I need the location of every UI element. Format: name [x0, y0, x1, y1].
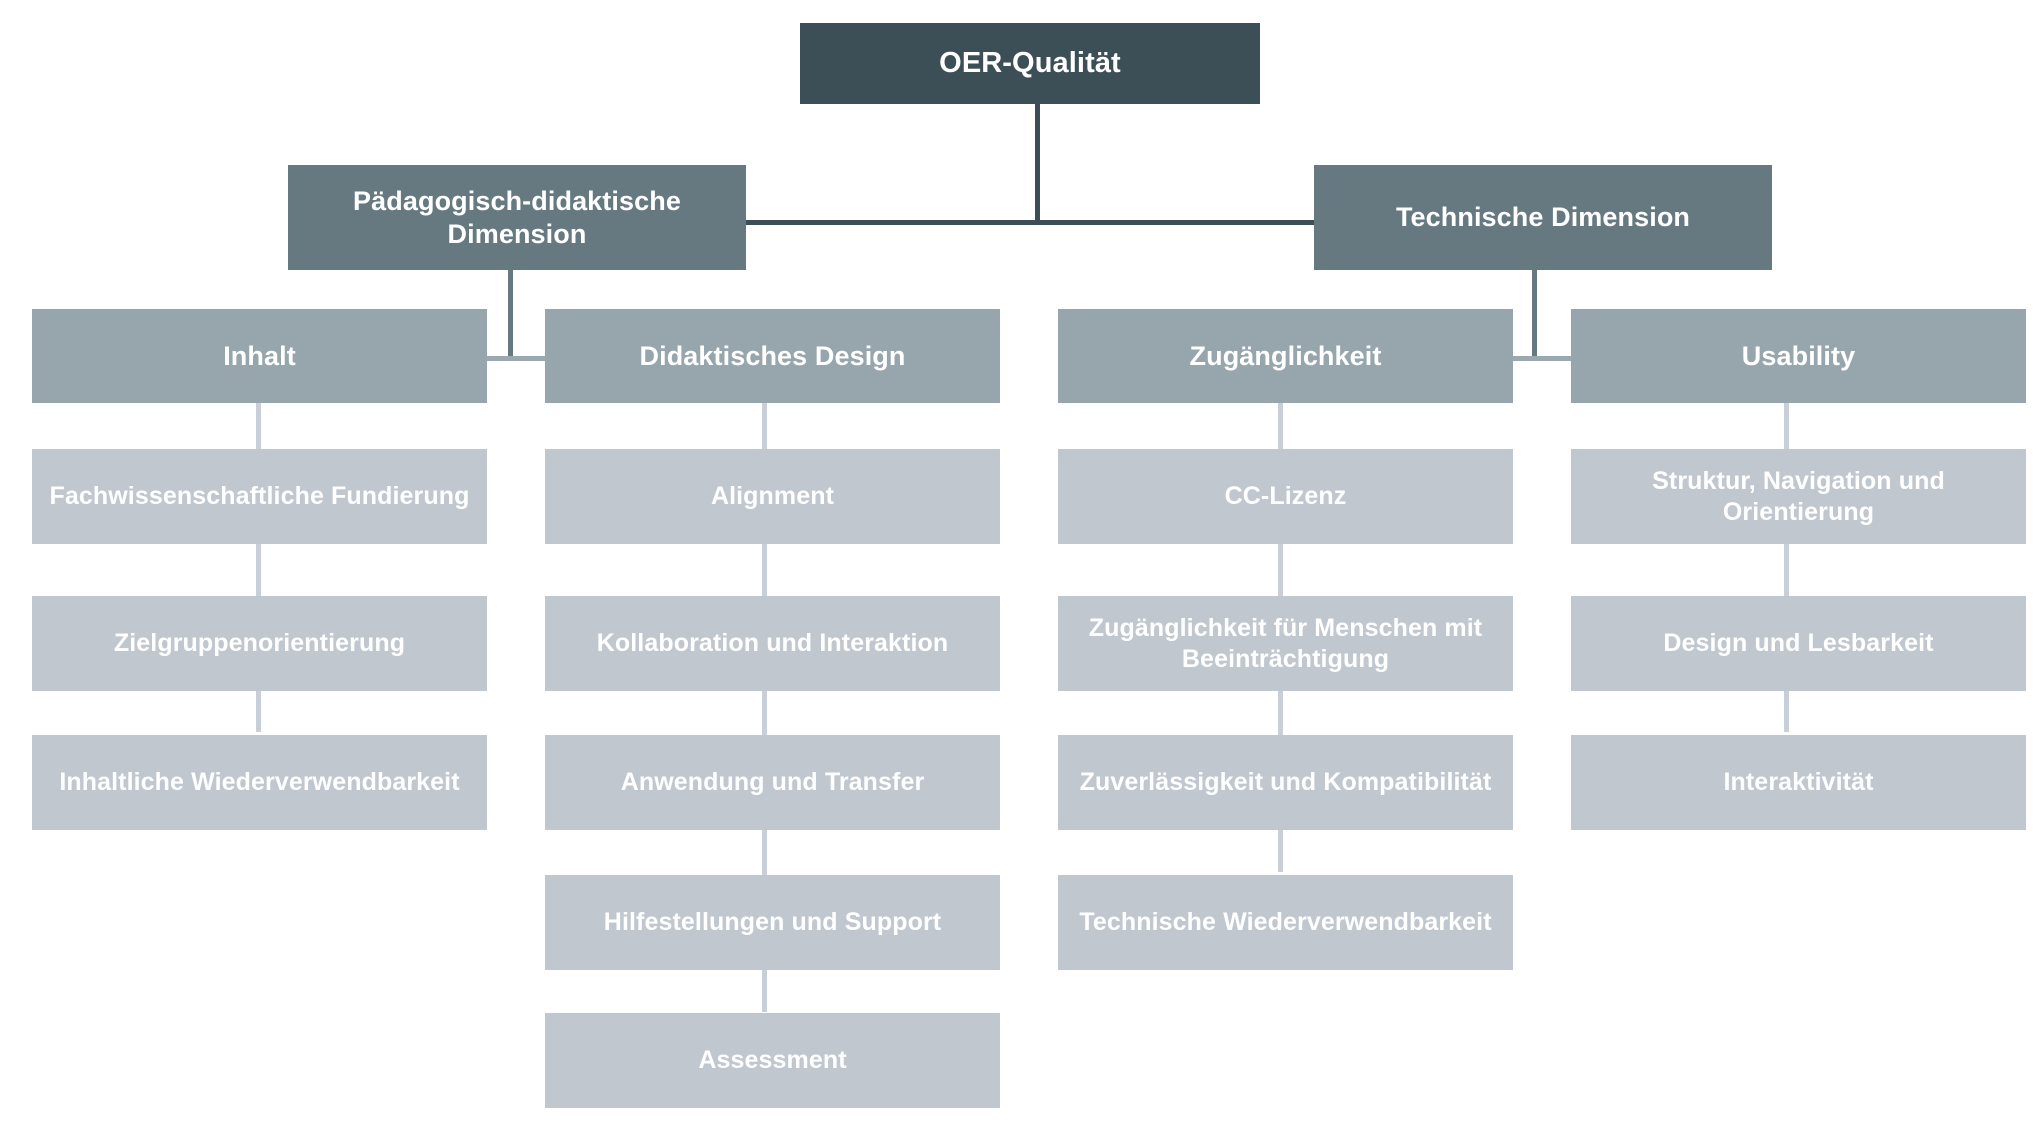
connector-cat-bus-right: [1280, 356, 1784, 361]
node-root-label: OER-Qualität: [939, 46, 1121, 79]
node-leaf-label: Zielgruppenorientierung: [113, 629, 406, 658]
node-leaf-label: Inhaltliche Wiederverwendbarkeit: [59, 768, 460, 797]
node-category-label: Usability: [1741, 340, 1856, 371]
node-leaf-label: Anwendung und Transfer: [620, 768, 925, 797]
node-dimension-label: Pädagogisch-didaktische Dimension: [353, 185, 681, 249]
node-root[interactable]: OER-Qualität: [800, 23, 1260, 104]
node-leaf[interactable]: Inhaltliche Wiederverwendbarkeit: [32, 735, 487, 830]
node-leaf[interactable]: Interaktivität: [1571, 735, 2026, 830]
node-category-label: Inhalt: [223, 340, 296, 371]
node-leaf-label: Design und Lesbarkeit: [1663, 629, 1934, 658]
node-leaf-label: Alignment: [710, 482, 835, 511]
node-category-label: Zugänglichkeit: [1189, 340, 1382, 371]
node-leaf-label: Struktur, Navigation und Orientierung: [1652, 467, 1945, 526]
node-leaf[interactable]: Fachwissenschaftliche Fundierung: [32, 449, 487, 544]
node-leaf[interactable]: Technische Wiederverwendbarkeit: [1058, 875, 1513, 970]
node-category-didaktisches-design[interactable]: Didaktisches Design: [545, 309, 1000, 403]
connector-cat-bus-left: [258, 356, 762, 361]
node-leaf-label: Zugänglichkeit für Menschen mit Beeinträ…: [1088, 614, 1483, 673]
node-leaf-label: Assessment: [698, 1046, 847, 1075]
connector-dim-right-down: [1532, 270, 1537, 360]
node-leaf[interactable]: Zugänglichkeit für Menschen mit Beeinträ…: [1058, 596, 1513, 691]
node-category-inhalt[interactable]: Inhalt: [32, 309, 487, 403]
node-leaf[interactable]: Zuverlässigkeit und Kompatibilität: [1058, 735, 1513, 830]
node-leaf[interactable]: Kollaboration und Interaktion: [545, 596, 1000, 691]
connector-dimension-bus: [740, 220, 1320, 225]
node-dimension-label: Technische Dimension: [1395, 202, 1691, 233]
node-category-label: Didaktisches Design: [639, 340, 906, 371]
node-leaf[interactable]: Hilfestellungen und Support: [545, 875, 1000, 970]
node-leaf[interactable]: Assessment: [545, 1013, 1000, 1108]
node-leaf-label: Technische Wiederverwendbarkeit: [1079, 908, 1492, 937]
node-leaf-label: Kollaboration und Interaktion: [596, 629, 949, 658]
node-leaf-label: CC-Lizenz: [1224, 482, 1347, 511]
node-leaf-label: Fachwissenschaftliche Fundierung: [49, 482, 470, 511]
connector-dim-left-down: [508, 270, 513, 360]
node-leaf[interactable]: Anwendung und Transfer: [545, 735, 1000, 830]
node-category-usability[interactable]: Usability: [1571, 309, 2026, 403]
node-leaf[interactable]: Struktur, Navigation und Orientierung: [1571, 449, 2026, 544]
node-leaf[interactable]: CC-Lizenz: [1058, 449, 1513, 544]
node-leaf-label: Interaktivität: [1723, 768, 1874, 797]
node-leaf-label: Zuverlässigkeit und Kompatibilität: [1079, 768, 1492, 797]
node-leaf[interactable]: Alignment: [545, 449, 1000, 544]
node-dimension-paedagogisch-didaktisch[interactable]: Pädagogisch-didaktische Dimension: [288, 165, 746, 270]
node-category-zugaenglichkeit[interactable]: Zugänglichkeit: [1058, 309, 1513, 403]
node-leaf[interactable]: Design und Lesbarkeit: [1571, 596, 2026, 691]
node-leaf-label: Hilfestellungen und Support: [603, 908, 942, 937]
node-leaf[interactable]: Zielgruppenorientierung: [32, 596, 487, 691]
node-dimension-technisch[interactable]: Technische Dimension: [1314, 165, 1772, 270]
connector-root-down: [1035, 104, 1040, 222]
